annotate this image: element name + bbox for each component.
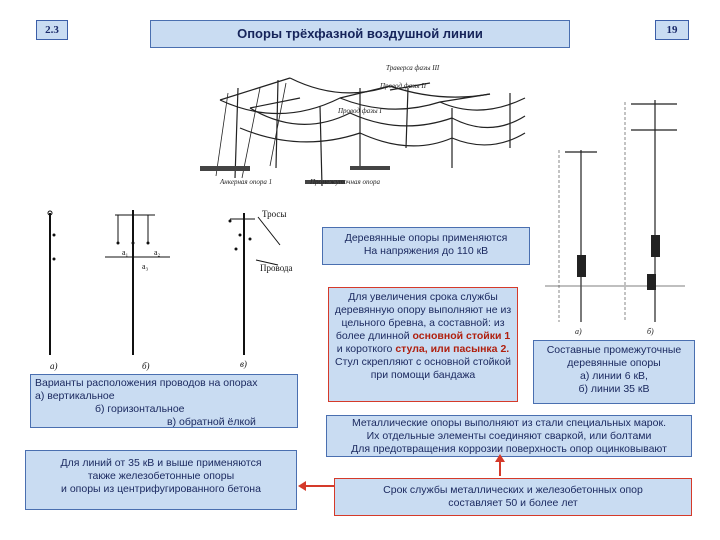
service-line-2: составляет 50 и более лет	[448, 497, 578, 509]
metal-line-2: Их отдельные элементы соединяют сваркой,…	[366, 430, 652, 442]
wire-arrangement-figure: Тросы Провода а) б) в) а₁ а₂ а₃	[47, 209, 293, 371]
variants-caption-box: Варианты расположения проводов на опорах…	[30, 374, 298, 428]
composite-line-3: а) линии 6 кВ,	[580, 370, 648, 382]
label-wire-2: Провод фазы II	[379, 82, 427, 90]
overhead-line-figure: Траверса фазы III Провод фазы II Провод …	[200, 64, 526, 187]
metal-line-1: Металлические опоры выполняют из стали с…	[352, 417, 666, 429]
composite-pole-note: Для увеличения срока службы деревянную о…	[328, 287, 518, 402]
variants-line-2: а) вертикальное	[35, 390, 115, 402]
composite-caption-box: Составные промежуточные деревянные опоры…	[533, 340, 695, 404]
arrow-to-concrete-icon	[298, 481, 340, 491]
label-intermediate-pole: Промежуточная опора	[309, 178, 380, 186]
label-anchor-pole: Анкерная опора 1	[219, 178, 272, 186]
highlight-stub: стула, или пасынка 2.	[395, 343, 510, 355]
composite-line-1: Составные промежуточные	[546, 344, 682, 356]
label-variant-b: б)	[142, 361, 150, 371]
metal-line-3: Для предотвращения коррозии поверхность …	[351, 443, 667, 455]
composite-line-2: деревянные опоры	[567, 357, 661, 369]
variants-line-1: Варианты расположения проводов на опорах	[35, 377, 258, 389]
extend-text-1: Для увеличения срока службы деревянную о…	[334, 291, 512, 342]
concrete-poles-box: Для линий от 35 кВ и выше применяются та…	[25, 450, 297, 510]
extend-text-2: и короткого	[336, 343, 393, 355]
variants-line-3: б) горизонтальное	[95, 403, 185, 415]
composite-line-4: б) линии 35 кВ	[578, 383, 650, 395]
arrow-to-metal-icon	[495, 454, 505, 476]
label-composite-b: б)	[647, 327, 654, 336]
concrete-line-3: и опоры из центрифугированного бетона	[61, 483, 261, 495]
highlight-main-post: основной стойки 1	[412, 330, 511, 342]
extend-text-3: Стул скрепляют с основной стойкой при по…	[335, 356, 511, 381]
service-line-1: Срок службы металлических и железобетонн…	[383, 484, 643, 496]
service-life-box: Срок службы металлических и железобетонн…	[334, 478, 692, 516]
label-variant-c: в)	[240, 359, 247, 369]
wooden-poles-box: Деревянные опоры применяются На напряжен…	[322, 227, 530, 265]
concrete-line-2: также железобетонные опоры	[87, 470, 235, 482]
wood-line-1: Деревянные опоры применяются	[344, 232, 508, 244]
wood-line-2: На напряжения до 110 кВ	[363, 245, 489, 257]
variants-line-4: в) обратной ёлкой	[167, 416, 256, 428]
label-cables: Тросы	[262, 209, 286, 219]
composite-poles-figure: а) б)	[545, 100, 685, 336]
label-a3: а₃	[142, 262, 149, 271]
label-wire-1: Провод фазы I	[337, 107, 382, 115]
label-a2: а₂	[154, 248, 161, 257]
label-composite-a: а)	[575, 327, 582, 336]
slide-title: Опоры трёхфазной воздушной линии	[150, 20, 570, 48]
label-a1: а₁	[122, 248, 129, 257]
concrete-line-1: Для линий от 35 кВ и выше применяются	[60, 457, 262, 469]
metal-poles-box: Металлические опоры выполняют из стали с…	[326, 415, 692, 457]
page-number-badge: 19	[655, 20, 689, 40]
section-badge: 2.3	[36, 20, 68, 40]
label-variant-a: а)	[50, 361, 58, 371]
label-wires: Провода	[260, 263, 293, 273]
label-traverse: Траверса фазы III	[386, 64, 440, 72]
